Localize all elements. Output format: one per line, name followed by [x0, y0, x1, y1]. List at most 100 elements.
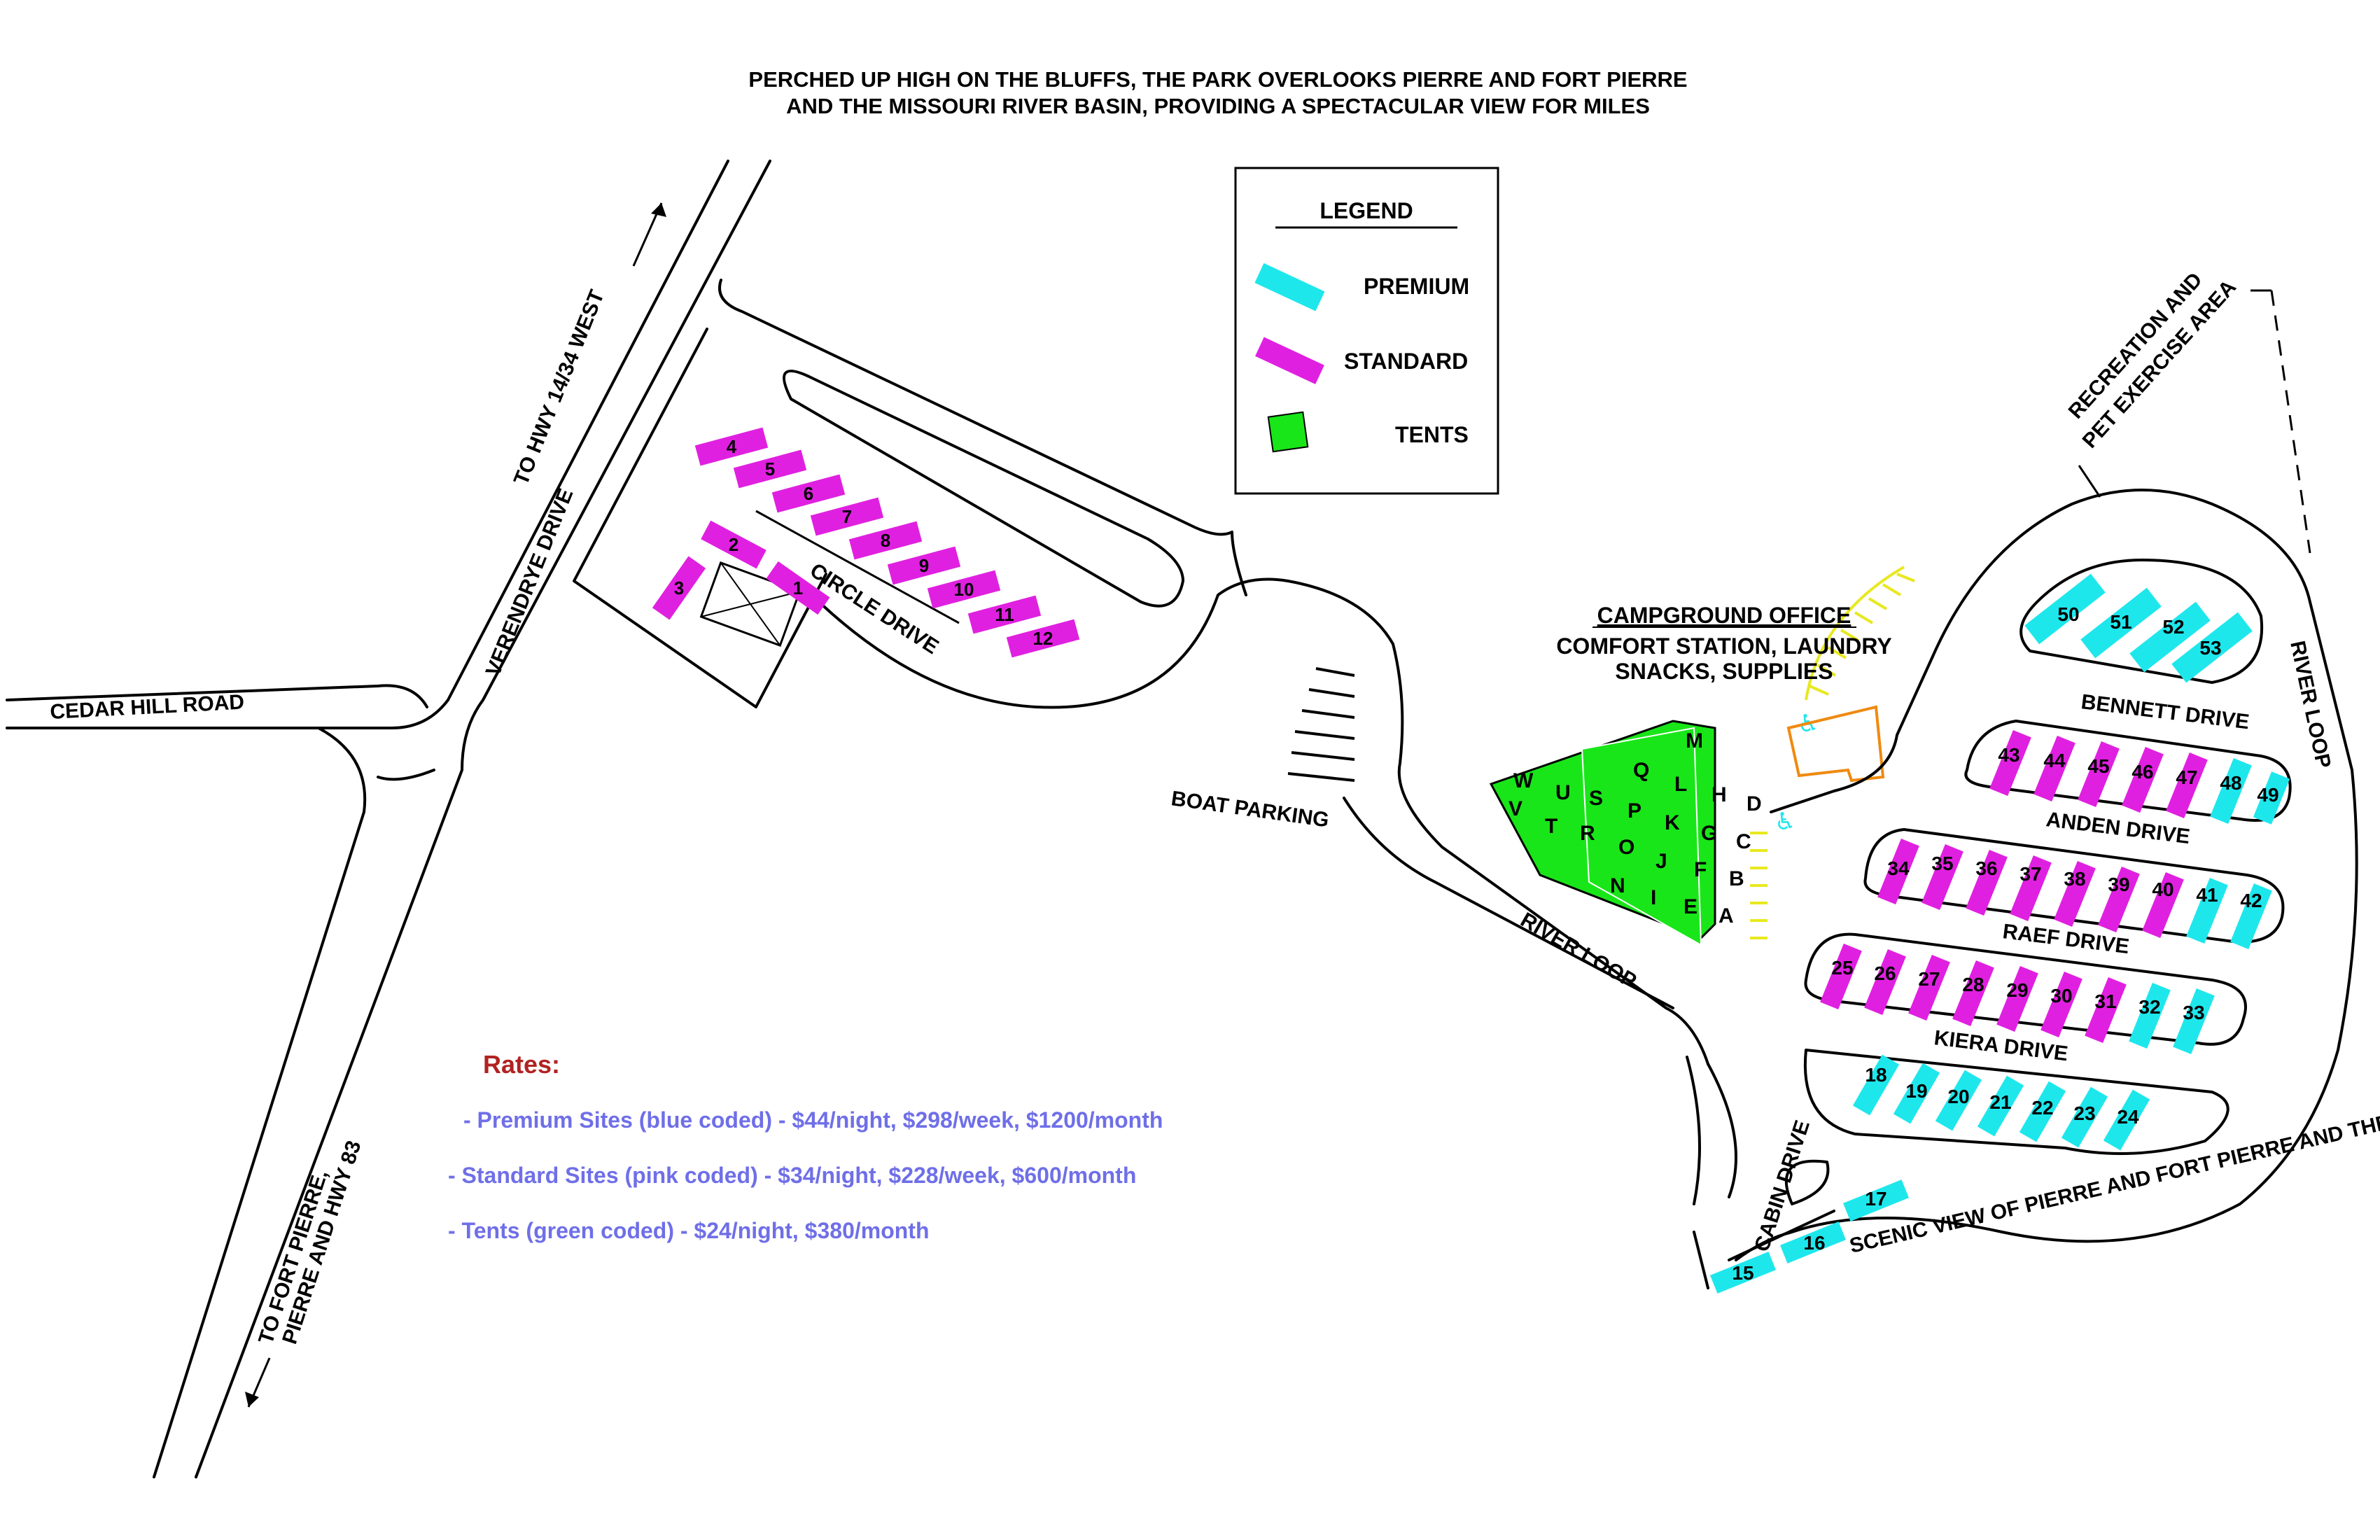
site-48[interactable] — [2210, 758, 2252, 824]
tent-P[interactable]: P — [1628, 799, 1642, 822]
site-36[interactable] — [1966, 850, 2008, 916]
site-25[interactable] — [1820, 944, 1862, 1009]
site-53[interactable] — [2171, 612, 2253, 683]
tent-K[interactable]: K — [1665, 811, 1680, 834]
site-47[interactable] — [2166, 752, 2208, 818]
office-line-1: COMFORT STATION, LAUNDRY — [1556, 634, 1891, 659]
svg-text:24: 24 — [2117, 1106, 2139, 1128]
tent-I[interactable]: I — [1651, 886, 1656, 909]
site-12[interactable]: 12 — [1006, 617, 1080, 659]
site-37[interactable] — [2010, 855, 2052, 921]
svg-text:42: 42 — [2240, 890, 2262, 911]
site-2[interactable]: 2 — [700, 519, 766, 570]
site-16[interactable] — [1780, 1222, 1846, 1264]
tent-S[interactable]: S — [1589, 787, 1603, 810]
site-18[interactable] — [1852, 1054, 1900, 1116]
tent-J[interactable]: J — [1656, 850, 1667, 873]
site-21[interactable] — [1977, 1075, 2024, 1137]
river-loop-road — [1343, 797, 1674, 1009]
site-17[interactable] — [1843, 1180, 1909, 1222]
site-31[interactable] — [2085, 977, 2127, 1043]
site-3[interactable]: 3 — [652, 556, 706, 620]
site-32[interactable] — [2129, 983, 2171, 1049]
svg-text:26: 26 — [1874, 962, 1896, 984]
tent-N[interactable]: N — [1610, 874, 1625, 897]
svg-text:5: 5 — [765, 458, 775, 479]
site-6[interactable]: 6 — [771, 473, 846, 513]
site-7[interactable]: 7 — [810, 496, 884, 536]
site-42[interactable] — [2230, 883, 2272, 949]
tent-H[interactable]: H — [1712, 783, 1727, 806]
svg-text:47: 47 — [2176, 766, 2197, 788]
site-49[interactable] — [2253, 771, 2290, 825]
site-40[interactable] — [2142, 872, 2184, 938]
verendrye-road — [6, 160, 771, 1478]
tent-C[interactable]: C — [1736, 830, 1751, 853]
site-35[interactable] — [1921, 844, 1963, 910]
site-24[interactable] — [2103, 1089, 2150, 1151]
site-51[interactable] — [2080, 587, 2162, 659]
site-4[interactable]: 4 — [694, 426, 769, 467]
site-45[interactable] — [2078, 741, 2120, 807]
svg-text:32: 32 — [2138, 996, 2160, 1018]
tent-L[interactable]: L — [1674, 773, 1687, 796]
site-52[interactable] — [2129, 601, 2211, 673]
tent-U[interactable]: U — [1555, 781, 1571, 804]
site-28[interactable] — [1952, 960, 1994, 1026]
site-20[interactable] — [1935, 1070, 1982, 1131]
site-39[interactable] — [2098, 867, 2140, 932]
tent-B[interactable]: B — [1729, 867, 1744, 890]
site-1[interactable]: 1 — [766, 561, 831, 616]
svg-text:31: 31 — [2094, 990, 2116, 1012]
site-8[interactable]: 8 — [848, 520, 923, 560]
site-11[interactable]: 11 — [967, 594, 1042, 636]
tent-G[interactable]: G — [1701, 822, 1717, 845]
tent-W[interactable]: W — [1513, 769, 1534, 792]
tent-D[interactable]: D — [1746, 792, 1762, 816]
site-33[interactable] — [2173, 988, 2215, 1054]
site-22[interactable] — [2019, 1081, 2066, 1142]
svg-text:36: 36 — [1975, 858, 1997, 879]
tent-A[interactable]: A — [1718, 904, 1734, 927]
site-10[interactable]: 10 — [927, 568, 1001, 610]
tent-F[interactable]: F — [1694, 858, 1707, 881]
site-46[interactable] — [2122, 747, 2164, 813]
site-15[interactable] — [1710, 1252, 1776, 1294]
svg-text:25: 25 — [1831, 957, 1853, 979]
office-line-2: SNACKS, SUPPLIES — [1615, 659, 1833, 684]
svg-text:19: 19 — [1905, 1080, 1927, 1102]
site-27[interactable] — [1908, 955, 1950, 1021]
site-44[interactable] — [2033, 736, 2076, 802]
sites-top: 50 51 52 53 — [2024, 573, 2253, 683]
river-loop-label-1: RIVER LOOP — [1517, 908, 1641, 993]
site-43[interactable] — [1989, 730, 2031, 796]
svg-text:41: 41 — [2196, 884, 2218, 906]
site-38[interactable] — [2054, 861, 2096, 927]
site-29[interactable] — [1996, 966, 2038, 1032]
site-19[interactable] — [1893, 1063, 1940, 1124]
tent-O[interactable]: O — [1618, 836, 1634, 859]
svg-text:4: 4 — [727, 436, 737, 457]
legend-premium-swatch — [1254, 262, 1325, 312]
legend-title: LEGEND — [1320, 198, 1413, 223]
site-26[interactable] — [1864, 949, 1906, 1015]
site-30[interactable] — [2040, 972, 2082, 1037]
svg-text:8: 8 — [881, 530, 890, 551]
tent-Q[interactable]: Q — [1633, 759, 1649, 782]
site-23[interactable] — [2061, 1086, 2108, 1148]
legend-premium-label: PREMIUM — [1364, 274, 1469, 299]
svg-text:28: 28 — [1962, 974, 1984, 995]
site-50[interactable] — [2024, 573, 2106, 645]
site-34[interactable] — [1877, 839, 1919, 904]
tent-V[interactable]: V — [1508, 797, 1522, 820]
tent-M[interactable]: M — [1686, 729, 1703, 752]
site-9[interactable]: 9 — [887, 545, 961, 585]
tent-R[interactable]: R — [1580, 822, 1595, 845]
site-41[interactable] — [2186, 878, 2228, 944]
tent-E[interactable]: E — [1684, 895, 1698, 918]
svg-text:27: 27 — [1918, 968, 1940, 990]
circle-sites: 1 2 3 4 5 6 7 8 9 10 11 12 — [652, 426, 1080, 659]
site-5[interactable]: 5 — [733, 449, 807, 489]
tent-T[interactable]: T — [1545, 815, 1558, 838]
